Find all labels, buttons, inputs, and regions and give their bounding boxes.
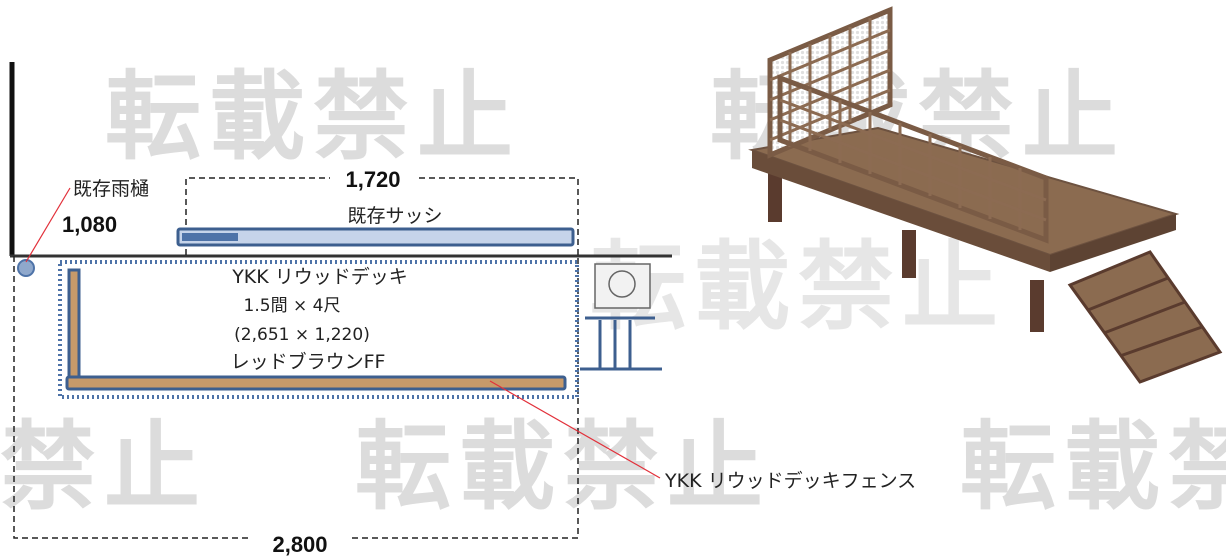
deck-lattice-side [777, 74, 1049, 244]
dimension-label-mask [330, 166, 418, 190]
deck-post [1030, 280, 1044, 332]
outdoor-unit-fan-icon [608, 270, 636, 298]
total-width-dimension: 2,800 [272, 532, 327, 556]
gutter-label: 既存雨樋 [73, 178, 149, 200]
deck-name-label: YKK リウッドデッキ [231, 266, 408, 288]
gutter-icon [17, 259, 35, 277]
sash-label: 既存サッシ [347, 205, 442, 227]
watermark-text: 転載禁止 [960, 411, 1226, 523]
watermark-text: 転載禁止 [105, 61, 521, 173]
watermark: 転載禁止 転載禁止 禁止 転載禁止 転載禁止 転載禁止 [0, 61, 1226, 523]
deck-post [902, 230, 916, 278]
deck-outline [58, 260, 579, 399]
deck-mm-label: (2,651 × 1,220) [234, 325, 370, 345]
watermark-text: 転載禁止 [590, 231, 1006, 343]
deck-size-label: 1.5間 × 4尺 [244, 296, 341, 316]
deck-floor-edge [752, 150, 1050, 272]
deck-illustration [748, 6, 1223, 384]
deck-floor-edge [1050, 214, 1176, 272]
deck-fence-left [67, 268, 81, 384]
deck-lattice-side-grid [779, 89, 1047, 230]
existing-sash-frame-part [182, 233, 238, 241]
fence-label: YKK リウッドデッキフェンス [664, 470, 916, 492]
deck-color-label: レッドブラウンFF [231, 350, 386, 373]
gutter-leader-line [25, 187, 71, 263]
existing-sash [176, 227, 575, 247]
sash-width-dimension: 1,720 [345, 167, 400, 192]
dimension-label-mask [250, 520, 350, 554]
deck-fence-front [65, 375, 567, 391]
watermark-text: 転載禁止 [355, 411, 771, 523]
watermark-text: 禁止 [0, 411, 208, 523]
deck-steps-treads [1087, 276, 1203, 358]
wall-offset-dimension: 1,080 [62, 212, 117, 237]
fence-leader-line [489, 380, 661, 479]
